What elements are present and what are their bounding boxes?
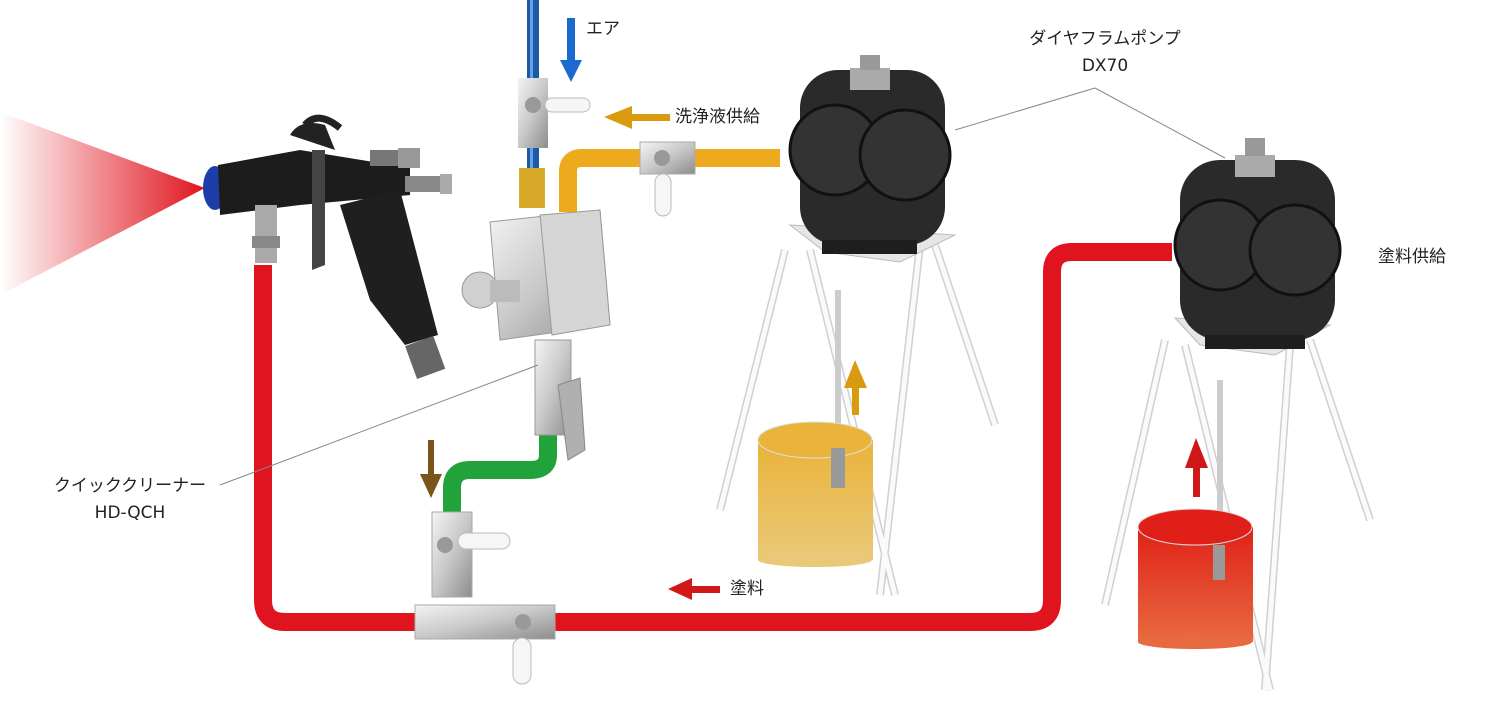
cleaning-line: [559, 149, 780, 212]
pump-leader-line: [1094, 87, 1226, 159]
paint-arrow: [668, 578, 720, 600]
spray-cone: [0, 112, 205, 295]
cleaner-name-label: クイッククリーナー: [53, 476, 207, 496]
cleaning-suction-arrow: [844, 360, 867, 415]
valve-icon: [431, 511, 511, 598]
solvent-line: [443, 432, 557, 515]
cleaner-leader-line: [219, 364, 539, 486]
bucket-icon: [757, 421, 873, 567]
pump-leader-line: [954, 87, 1096, 131]
paint-supply-label: 塗料供給: [1378, 247, 1446, 267]
cleaning-supply-label: 洗浄液供給: [675, 107, 760, 127]
cleaner-model-label: HD-QCH: [94, 503, 166, 523]
valve-icon: [518, 78, 591, 208]
valve-icon: [639, 141, 696, 217]
cleaning-supply-arrow: [604, 106, 670, 129]
air-arrow: [560, 18, 582, 82]
paint-suction-arrow: [1185, 438, 1208, 497]
spray-gun-icon: [203, 114, 452, 380]
air-label: エア: [586, 19, 620, 39]
quick-cleaner-icon: [461, 209, 611, 461]
valve-icon: [414, 604, 556, 685]
pump-model-label: DX70: [1081, 56, 1129, 76]
drain-arrow: [420, 440, 442, 498]
diaphragm-pump-icon: [716, 55, 999, 596]
paint-label: 塗料: [730, 579, 764, 599]
paint-line: [254, 243, 1172, 631]
bucket-icon: [1137, 508, 1253, 649]
diaphragm-pump-icon: [1101, 138, 1374, 691]
pump-name-label: ダイヤフラムポンプ: [1029, 29, 1181, 49]
